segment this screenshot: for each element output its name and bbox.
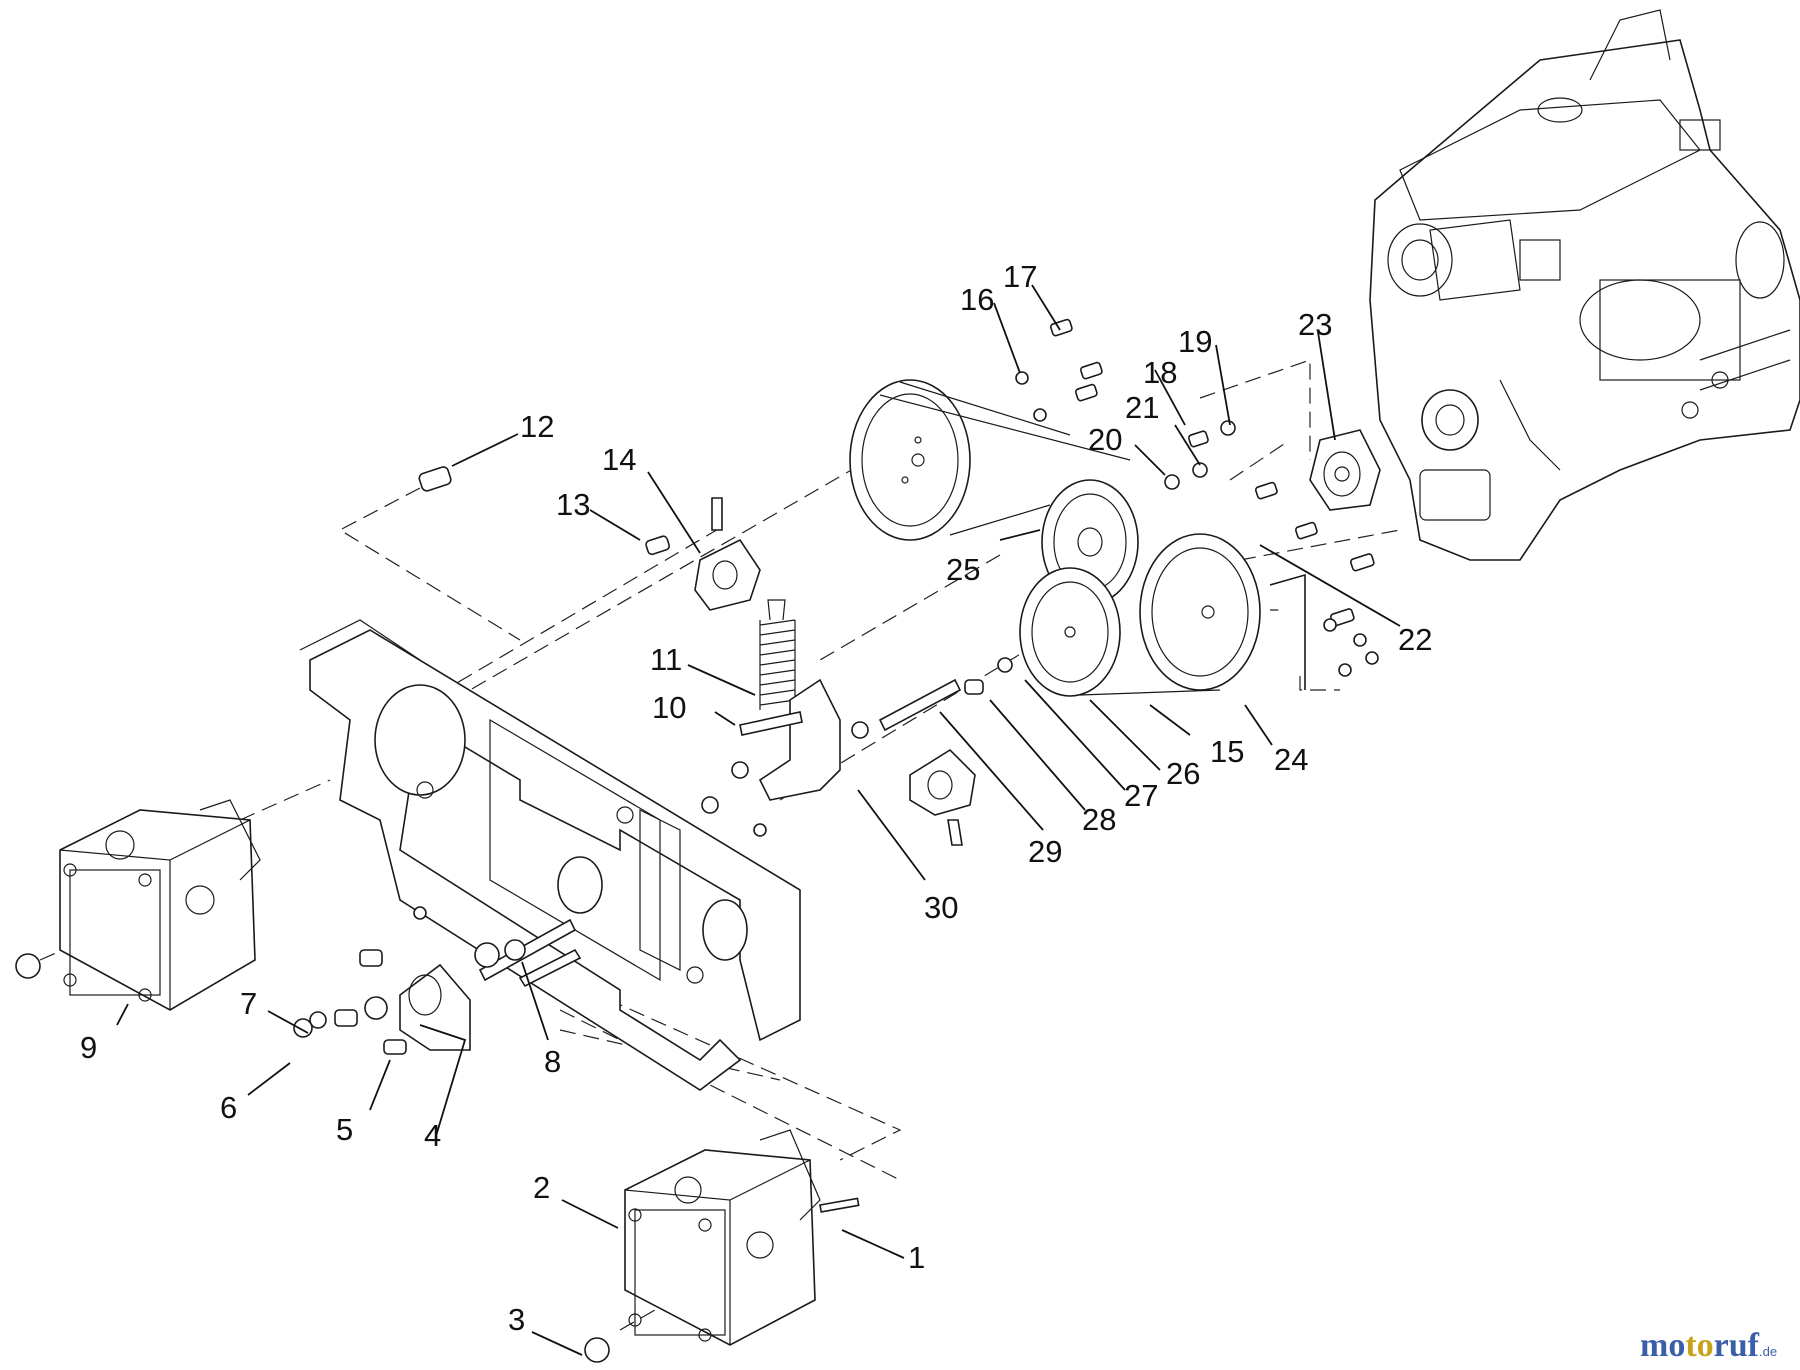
idler-arm-assembly: [399, 906, 577, 1051]
callout-9: 9: [80, 1030, 97, 1065]
watermark-suffix: .de: [1759, 1344, 1777, 1359]
callout-12: 12: [520, 409, 554, 444]
callout-8: 8: [544, 1044, 561, 1079]
drive-belt-lower: [1079, 689, 1221, 696]
drive-belt-upper: [879, 381, 1131, 536]
callout-17: 17: [1003, 259, 1037, 294]
callout-27: 27: [1124, 778, 1158, 813]
callout-6: 6: [220, 1090, 237, 1125]
callout-30: 30: [924, 890, 958, 925]
callout-18: 18: [1143, 355, 1177, 390]
callout-23: 23: [1298, 307, 1332, 342]
idler-bracket: [758, 678, 841, 801]
callout-5: 5: [336, 1112, 353, 1147]
callout-2: 2: [533, 1170, 550, 1205]
bolt-29: [878, 678, 962, 732]
callout-24: 24: [1274, 742, 1308, 777]
pulley-26: [1019, 567, 1121, 697]
mounting-frame: [299, 619, 801, 1091]
callout-25: 25: [946, 552, 980, 587]
callout-21: 21: [1125, 390, 1159, 425]
callout-13: 13: [556, 487, 590, 522]
pulley-guard: [1269, 573, 1306, 690]
watermark-ruf: ruf: [1714, 1327, 1760, 1364]
callout-10: 10: [652, 690, 686, 725]
pulley-large-top: [849, 379, 971, 541]
callout-14: 14: [602, 442, 636, 477]
tension-spring: [759, 599, 796, 710]
motoruf-watermark: motoruf.de: [1640, 1327, 1777, 1364]
callout-7: 7: [240, 986, 257, 1021]
callout-28: 28: [1082, 802, 1116, 837]
engine-assembly: [1369, 9, 1800, 561]
callout-29: 29: [1028, 834, 1062, 869]
callout-4: 4: [424, 1118, 441, 1153]
callout-11: 11: [650, 642, 682, 677]
shoulder-bolt-10: [739, 711, 803, 736]
callout-16: 16: [960, 282, 994, 317]
callout-1: 1: [908, 1240, 925, 1275]
gearbox-bottom: [584, 1129, 860, 1363]
callout-15: 15: [1210, 734, 1244, 769]
callout-3: 3: [508, 1302, 525, 1337]
gearbox-left: [15, 799, 261, 1011]
watermark-to: to: [1685, 1327, 1713, 1364]
callout-26: 26: [1166, 756, 1200, 791]
watermark-mo: mo: [1640, 1327, 1685, 1364]
callout-labels: 1 2 3 4 5 6 7 8 9 10 11 12 13 14 15 16 1…: [80, 259, 1432, 1337]
hardware: [293, 318, 1379, 1055]
callout-19: 19: [1178, 324, 1212, 359]
flange-bearing-14: [694, 497, 761, 611]
pulley-24: [1139, 533, 1261, 691]
watermark-text: motoruf.de: [1640, 1327, 1777, 1364]
hub-23: [1309, 429, 1381, 511]
leader-lines: [116, 284, 1401, 1356]
callout-22: 22: [1398, 622, 1432, 657]
flange-bearing-lower: [909, 748, 976, 846]
callout-20: 20: [1088, 422, 1122, 457]
